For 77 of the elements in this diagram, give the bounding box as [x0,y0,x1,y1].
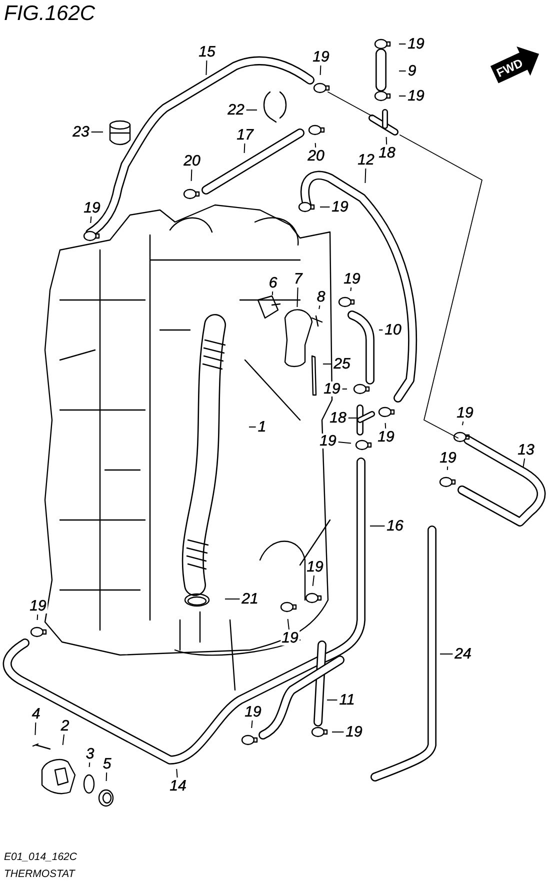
callout-number: 19 [406,36,426,52]
callout-number: 6 [268,276,278,290]
callout-number: 19 [244,704,262,720]
callout-number: 19 [28,598,48,614]
callout-number: 13 [516,442,536,458]
figure-title: FIG.162C [4,2,96,26]
callout-number: 20 [306,148,326,164]
leader-line [36,614,38,620]
callout-number: 19 [330,200,350,214]
callout-number: 8 [316,290,326,304]
leader-line [190,169,192,182]
callout-number: 19 [344,724,364,740]
leader-line [248,426,256,428]
leader-line [34,722,36,736]
callout-number: 19 [82,200,102,216]
callout-number: 23 [72,124,90,140]
leader-line [88,762,90,768]
leader-line [106,772,108,782]
leader-line [296,287,298,308]
direction-label: FWD [494,56,525,80]
callout-number: 24 [454,646,472,662]
callout-number: 19 [312,50,330,64]
callout-number: 19 [406,88,426,104]
callout-number: 5 [102,756,112,772]
leader-line [206,60,208,76]
callout-number: 7 [292,272,304,286]
drawing-code: E01_014_162C [4,851,77,863]
callout-number: 19 [438,450,458,466]
leader-line [320,65,322,76]
callout-number: 9 [406,64,418,78]
callout-number: 4 [30,706,42,722]
leader-line [338,442,352,444]
leader-line [384,422,386,429]
callout-number: 21 [240,592,260,606]
leader-line [462,421,464,426]
callout-number: 12 [356,152,376,168]
leader-line [314,142,316,148]
section-name: THERMOSTAT [4,868,75,880]
leader-line [398,70,406,72]
leader-line [244,143,246,154]
callout-number: 19 [318,434,338,448]
leader-line [446,466,448,470]
leader-line [320,206,330,208]
callout-number: 15 [198,44,216,60]
callout-number: 25 [332,356,352,372]
callout-number: 16 [386,518,404,534]
callout-number: 19 [322,382,342,396]
leader-line [364,168,366,184]
callout-number: 14 [168,778,188,794]
leader-line [224,598,240,600]
leader-line [62,734,64,746]
leader-line [386,136,388,145]
callout-number: 11 [338,692,356,708]
callout-number: 22 [226,102,246,118]
callout-number: 17 [236,128,254,142]
callout-number: 19 [456,406,474,420]
callout-number: 18 [328,410,348,426]
callout-number: 2 [60,718,70,734]
callout-number: 19 [376,430,396,444]
callout-number: 19 [280,630,300,646]
leader-line [176,768,178,778]
leader-line [312,575,314,586]
leader-line [350,287,352,292]
callout-number: 1 [256,420,268,434]
leader-line [318,305,320,310]
callout-number: 3 [84,746,96,762]
leader-line [342,388,348,390]
leader-line [522,458,526,468]
callout-number: 18 [378,146,396,160]
leader-line [251,720,253,728]
callout-number: 10 [384,322,402,338]
leader-line [272,291,274,296]
leader-line [90,216,92,224]
leader-line [287,618,290,630]
callout-number: 19 [342,272,362,286]
callout-number: 20 [182,154,202,168]
callout-number: 19 [306,560,324,574]
